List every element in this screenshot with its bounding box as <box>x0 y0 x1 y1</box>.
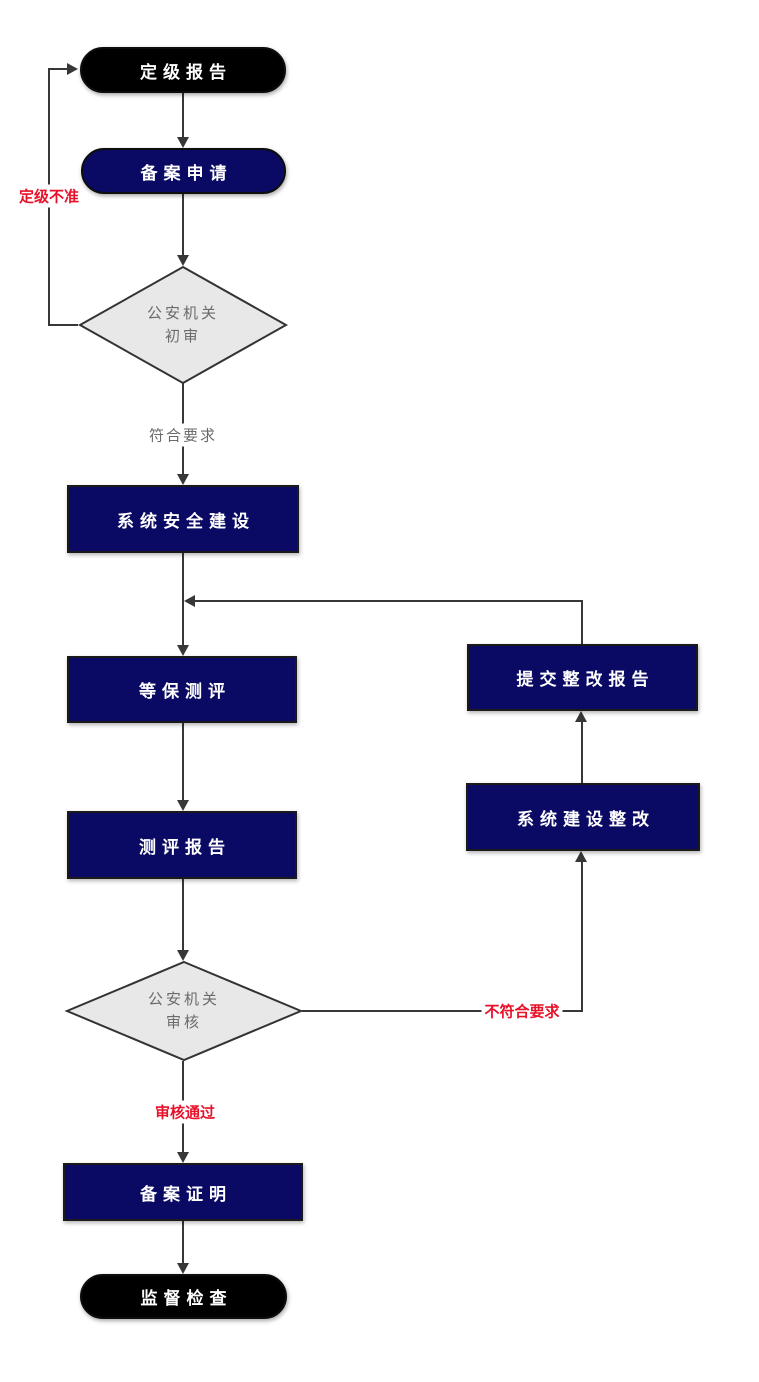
arrowhead-down <box>177 255 189 266</box>
connector-loop-left-horizontal-bottom <box>48 324 78 326</box>
node-initial-review-label: 公安机关 初审 <box>146 304 219 345</box>
arrowhead-right <box>67 63 78 75</box>
node-system-construction-rectification-label: 系统建设整改 <box>517 809 655 829</box>
connector-loop-left-horizontal-top <box>48 68 68 70</box>
edge-label-not-meet-requirements: 不符合要求 <box>481 999 563 1023</box>
connector-construction-to-evaluation <box>182 553 184 647</box>
connector-certificate-to-supervision <box>182 1220 184 1265</box>
node-system-construction-rectification: 系统建设整改 <box>466 783 700 851</box>
connector-rectification-to-submit <box>581 720 583 783</box>
edge-label-review-passed: 审核通过 <box>151 1100 219 1124</box>
diamond-shape <box>64 960 304 1062</box>
node-supervision-inspection-label: 监督检查 <box>140 1289 233 1308</box>
arrowhead-left <box>184 595 195 607</box>
node-level-evaluation: 等保测评 <box>67 656 297 723</box>
arrowhead-down <box>177 950 189 961</box>
node-submit-rectification-report-label: 提交整改报告 <box>516 670 655 689</box>
node-police-review: 公安机关 审核 <box>64 960 304 1062</box>
node-filing-application-label: 备案申请 <box>140 163 233 183</box>
edge-label-meets-requirements: 符合要求 <box>145 423 221 447</box>
node-level-evaluation-label: 等保测评 <box>139 682 231 701</box>
arrowhead-down <box>177 137 189 148</box>
node-initial-review: 公安机关 初审 <box>77 265 289 385</box>
arrowhead-up <box>575 851 587 862</box>
node-evaluation-report-label: 测评报告 <box>139 837 231 857</box>
node-grading-report: 定级报告 <box>80 47 286 93</box>
node-system-security-construction: 系统安全建设 <box>67 485 299 553</box>
connector-review-right-horizontal <box>302 1010 582 1012</box>
connector-report-to-review <box>182 879 184 952</box>
node-submit-rectification-report: 提交整改报告 <box>467 644 698 711</box>
node-evaluation-report: 测评报告 <box>67 811 297 879</box>
arrowhead-down <box>177 1263 189 1274</box>
connector-filing-to-initial-review <box>182 193 184 257</box>
connector-right-branch-vertical <box>581 860 583 1012</box>
diamond-shape <box>77 265 289 385</box>
node-system-security-construction-label: 系统安全建设 <box>117 511 255 531</box>
arrowhead-down <box>177 800 189 811</box>
node-filing-certificate-label: 备案证明 <box>140 1184 232 1204</box>
node-grading-report-label: 定级报告 <box>140 62 232 82</box>
arrowhead-down <box>177 474 189 485</box>
connector-submit-horizontal <box>195 600 583 602</box>
connector-submit-vertical <box>581 600 583 644</box>
arrowhead-up <box>575 711 587 722</box>
node-filing-application: 备案申请 <box>81 148 286 194</box>
connector-start-to-filing <box>182 92 184 140</box>
node-supervision-inspection: 监督检查 <box>80 1274 287 1319</box>
arrowhead-down <box>177 645 189 656</box>
arrowhead-down <box>177 1152 189 1163</box>
edge-label-grading-rejected: 定级不准 <box>15 184 83 208</box>
node-filing-certificate: 备案证明 <box>63 1163 303 1221</box>
node-police-review-label: 公安机关 审核 <box>147 990 220 1031</box>
connector-evaluation-to-report <box>182 723 184 802</box>
